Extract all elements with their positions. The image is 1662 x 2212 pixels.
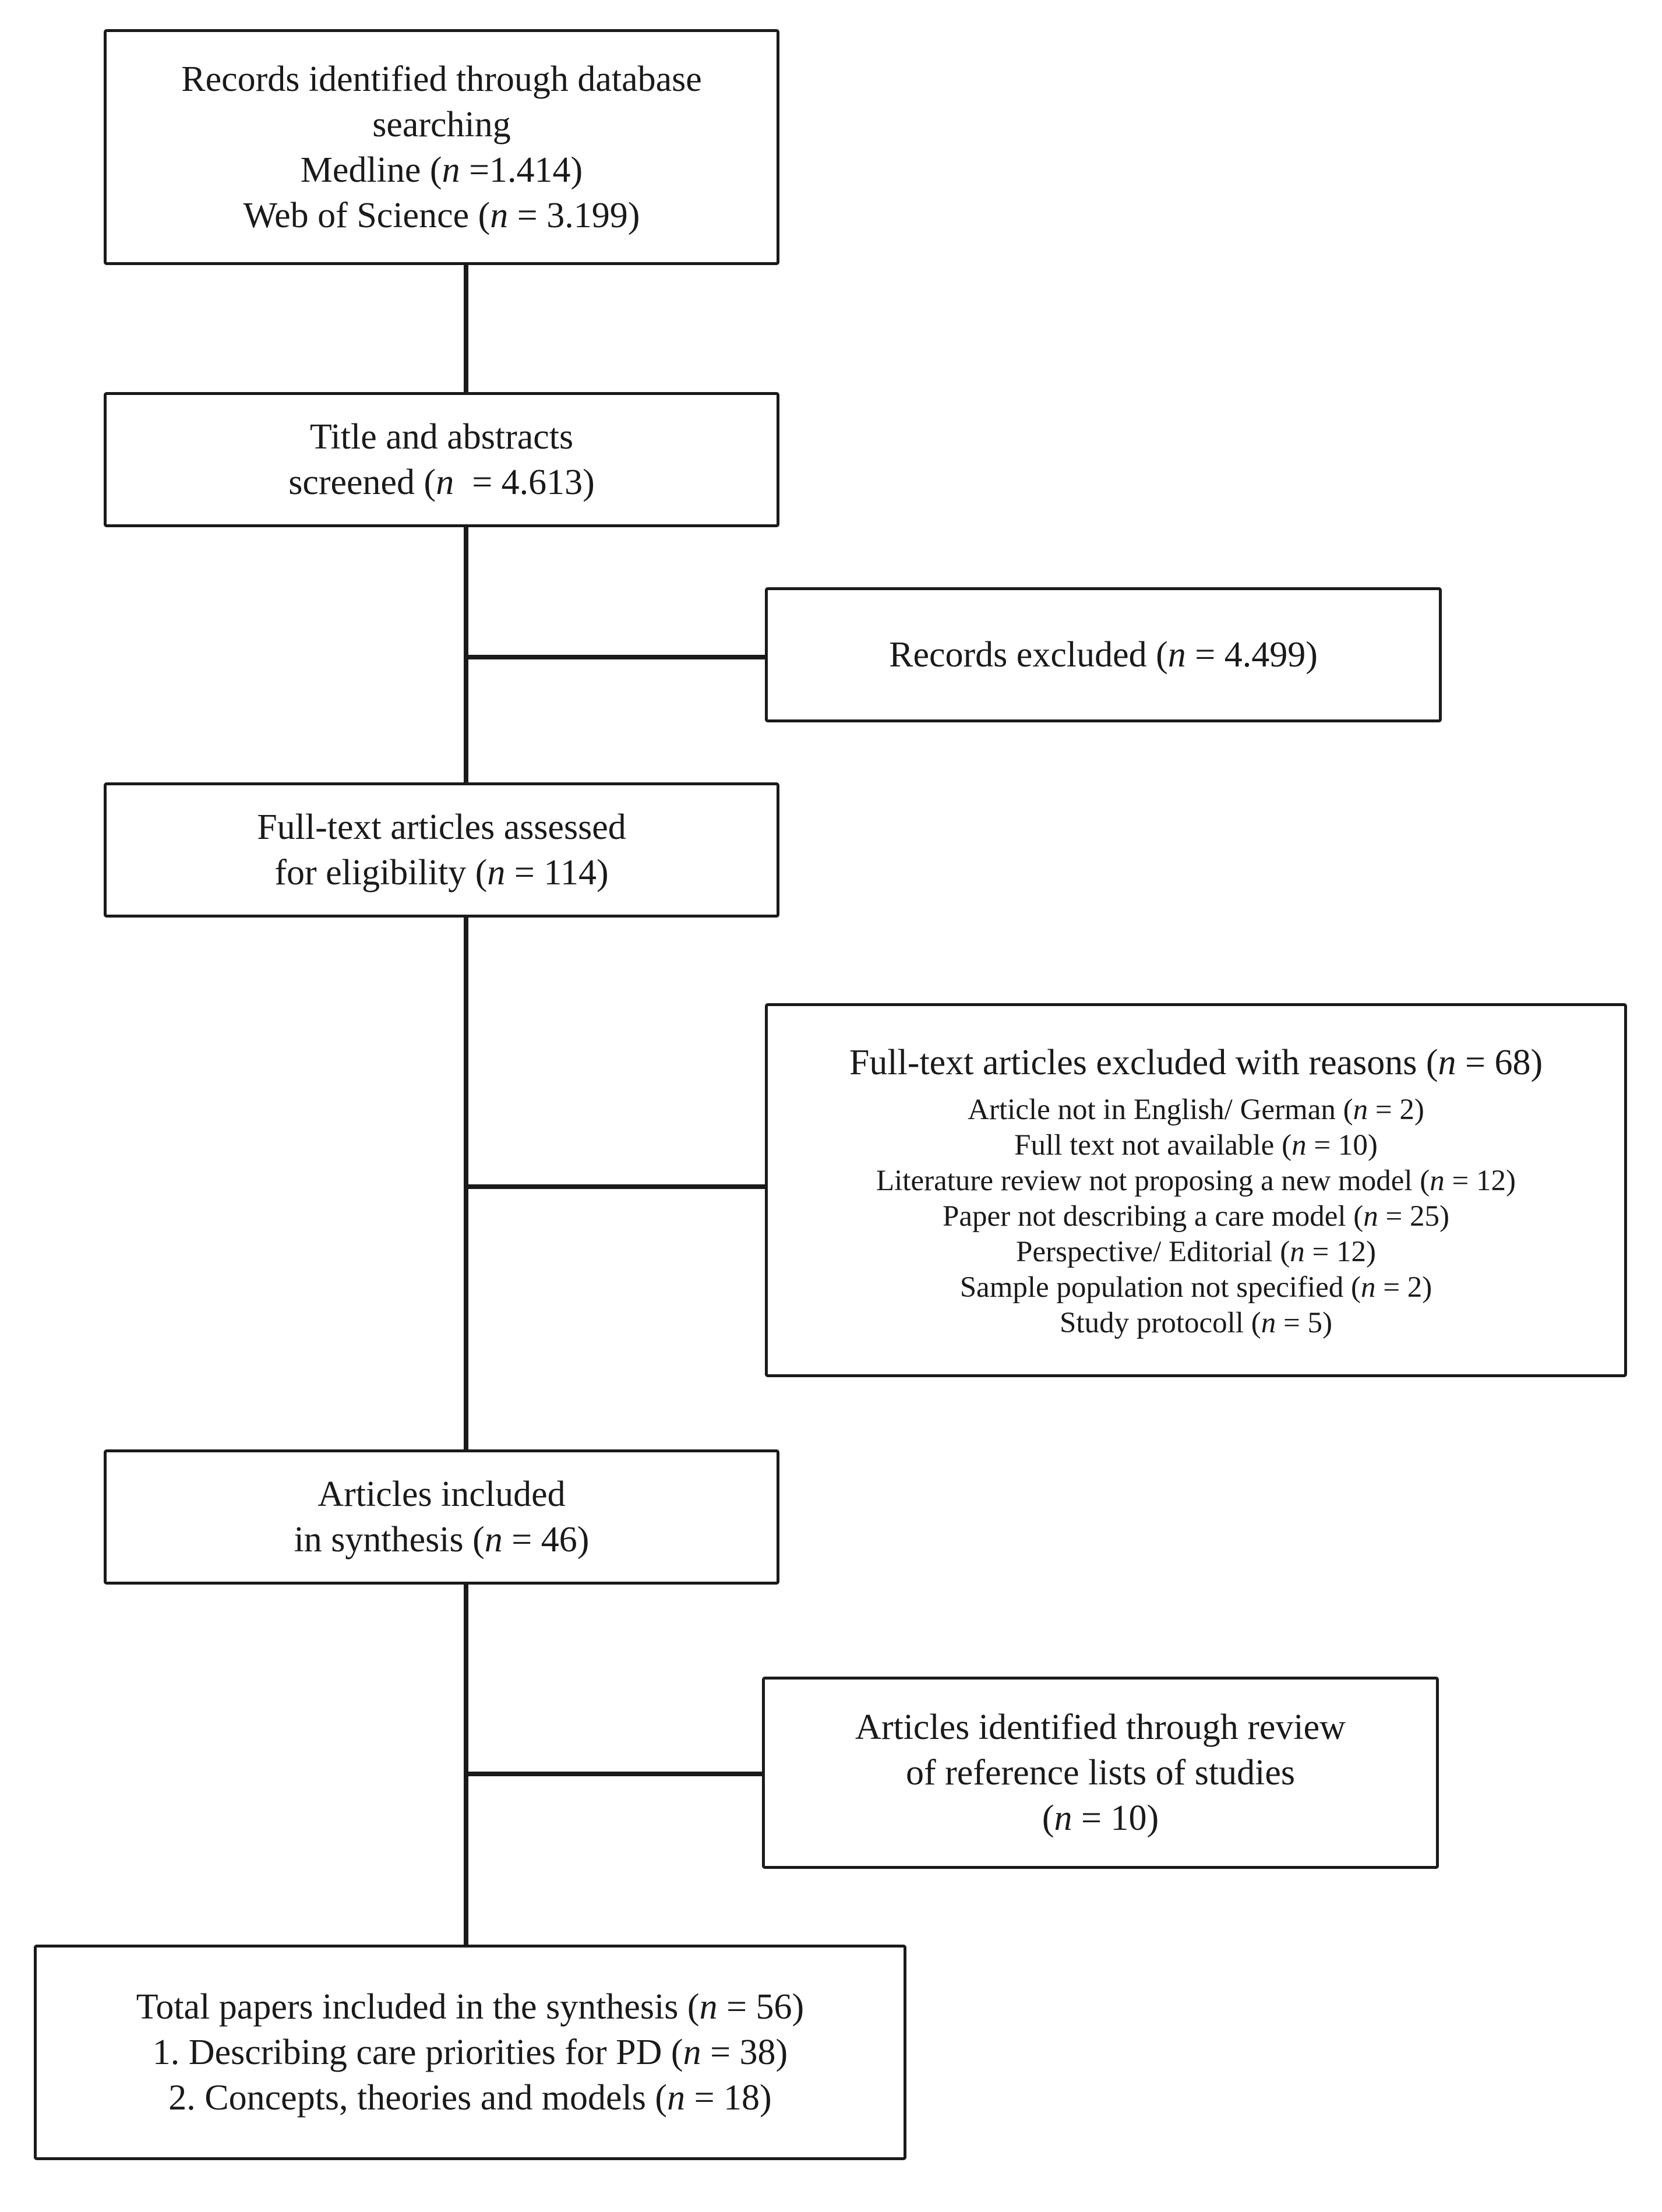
- exclusion-reason: Article not in English/ German (n = 2): [968, 1093, 1424, 1126]
- records-excluded-box: Records excluded (n = 4.499): [765, 587, 1442, 722]
- reference-lists-line3: (n = 10): [1042, 1798, 1159, 1838]
- exclusion-reason: Full text not available (n = 10): [1014, 1128, 1378, 1162]
- full-text-assessed-box: Full-text articles assessed for eligibil…: [104, 782, 779, 918]
- included-synthesis-box: Articles included in synthesis (n = 46): [104, 1449, 779, 1585]
- full-text-excluded-box: Full-text articles excluded with reasons…: [765, 1003, 1627, 1377]
- included-synthesis-line2: in synthesis (n = 46): [294, 1520, 590, 1560]
- reference-lists-line2: of reference lists of studies: [906, 1753, 1295, 1793]
- records-excluded-text: Records excluded (n = 4.499): [889, 635, 1318, 675]
- screened-box: Title and abstracts screened (n = 4.613): [104, 392, 779, 527]
- exclusion-reason: Paper not describing a care model (n = 2…: [943, 1200, 1449, 1233]
- exclusion-reason: Study protocoll (n = 5): [1060, 1306, 1332, 1339]
- included-synthesis-line1: Articles included: [317, 1474, 566, 1514]
- exclusion-reason: Perspective/ Editorial (n = 12): [1016, 1235, 1376, 1268]
- exclusion-reason: Literature review not proposing a new mo…: [876, 1164, 1516, 1197]
- records-identified-line2: searching: [372, 104, 511, 144]
- screened-line2: screened (n = 4.613): [288, 463, 595, 502]
- reference-lists-line1: Articles identified through review: [855, 1707, 1346, 1747]
- full-text-assessed-line1: Full-text articles assessed: [257, 807, 626, 847]
- records-identified-line1: Records identified through database: [181, 59, 702, 99]
- total-papers-line2: 1. Describing care priorities for PD (n …: [152, 2033, 788, 2072]
- medline-count: Medline (n =1.414): [300, 150, 583, 190]
- records-identified-box: Records identified through database sear…: [104, 29, 779, 265]
- total-papers-line1: Total papers included in the synthesis (…: [136, 1987, 804, 2027]
- total-papers-line3: 2. Concepts, theories and models (n = 18…: [168, 2078, 772, 2118]
- total-papers-box: Total papers included in the synthesis (…: [34, 1945, 906, 2160]
- reference-lists-box: Articles identified through review of re…: [762, 1677, 1439, 1869]
- screened-line1: Title and abstracts: [309, 417, 574, 457]
- full-text-assessed-line2: for eligibility (n = 114): [274, 853, 609, 892]
- full-text-excluded-title: Full-text articles excluded with reasons…: [849, 1042, 1543, 1082]
- web-of-science-count: Web of Science (n = 3.199): [243, 195, 640, 235]
- exclusion-reason: Sample population not specified (n = 2): [959, 1271, 1432, 1304]
